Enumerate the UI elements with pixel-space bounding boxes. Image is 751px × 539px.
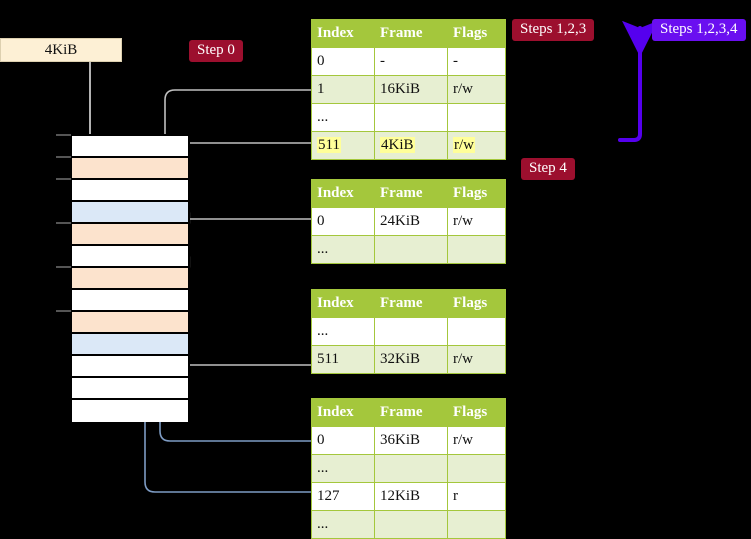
memory-row-tick <box>56 310 71 312</box>
badge-steps-123: Steps 1,2,3 <box>512 19 595 41</box>
cell-index: 511 <box>311 345 375 374</box>
column-header-index: Index <box>311 179 375 208</box>
cell-index: 0 <box>311 207 375 236</box>
cell-frame: - <box>374 47 448 76</box>
column-header-index: Index <box>311 19 375 48</box>
cell-frame: 36KiB <box>374 426 448 455</box>
diagram-canvas: 4KiB Step 0 Steps 1,2,3 Steps 1,2,3,4 St… <box>0 19 746 539</box>
cell-flags: r/w <box>447 345 506 374</box>
cell-flags <box>447 454 506 483</box>
cell-frame <box>374 235 448 264</box>
cell-frame: 16KiB <box>374 75 448 104</box>
cell-index: ... <box>311 510 375 539</box>
memory-frame-row <box>72 202 188 224</box>
cell-flags: r <box>447 482 506 511</box>
cell-flags: - <box>447 47 506 76</box>
table-row: ... <box>311 454 506 483</box>
badge-steps-1234: Steps 1,2,3,4 <box>652 19 746 41</box>
column-header-flags: Flags <box>447 289 506 318</box>
highlighted-value: 4KiB <box>380 136 415 153</box>
column-header-frame: Frame <box>374 19 448 48</box>
table-row: ... <box>311 235 506 264</box>
page-box-4kib: 4KiB <box>0 38 122 62</box>
cell-frame: 24KiB <box>374 207 448 236</box>
cell-frame <box>374 510 448 539</box>
cell-flags: r/w <box>447 131 506 160</box>
memory-frame-row <box>72 268 188 290</box>
highlighted-value: 511 <box>317 136 341 153</box>
column-header-index: Index <box>311 398 375 427</box>
page-box-label: 4KiB <box>44 42 78 58</box>
cell-index: 0 <box>311 47 375 76</box>
memory-row-tick <box>56 156 71 158</box>
memory-row-tick <box>56 178 71 180</box>
cell-flags: r/w <box>447 207 506 236</box>
table-row: ... <box>311 103 506 132</box>
cell-frame <box>374 317 448 346</box>
cell-frame <box>374 454 448 483</box>
column-header-flags: Flags <box>447 19 506 48</box>
cell-index: ... <box>311 235 375 264</box>
memory-frame-row <box>72 136 188 158</box>
memory-row-tick <box>56 134 71 136</box>
memory-row-tick <box>56 266 71 268</box>
cell-index: 127 <box>311 482 375 511</box>
highlighted-value: r/w <box>453 136 475 153</box>
cell-index: 0 <box>311 426 375 455</box>
badge-step-4: Step 4 <box>521 158 575 180</box>
table-row: ... <box>311 317 506 346</box>
memory-frame-row <box>72 246 188 268</box>
badge-step-0: Step 0 <box>189 40 243 62</box>
cell-flags <box>447 317 506 346</box>
cell-frame <box>374 103 448 132</box>
cell-index: ... <box>311 103 375 132</box>
memory-frame-row <box>72 290 188 312</box>
column-header-flags: Flags <box>447 398 506 427</box>
table-row: 511 4KiB r/w <box>311 131 506 160</box>
memory-frame-row <box>72 334 188 356</box>
memory-frame-row <box>72 312 188 334</box>
cell-flags <box>447 235 506 264</box>
memory-frame-row <box>72 400 188 422</box>
memory-frame-row <box>72 158 188 180</box>
badge-steps-1234-label: Steps 1,2,3,4 <box>660 21 738 37</box>
memory-row-tick <box>56 222 71 224</box>
cell-flags: r/w <box>447 75 506 104</box>
cell-frame: 32KiB <box>374 345 448 374</box>
column-header-frame: Frame <box>374 398 448 427</box>
cell-frame: 12KiB <box>374 482 448 511</box>
memory-frame-row <box>72 378 188 400</box>
cell-index: ... <box>311 454 375 483</box>
column-header-frame: Frame <box>374 289 448 318</box>
cell-flags <box>447 103 506 132</box>
memory-frame-row <box>72 224 188 246</box>
column-header-flags: Flags <box>447 179 506 208</box>
memory-frame-row <box>72 356 188 378</box>
table-row: 0-- <box>311 47 506 76</box>
column-header-frame: Frame <box>374 179 448 208</box>
physical-memory-grid <box>70 134 190 422</box>
badge-steps-123-label: Steps 1,2,3 <box>520 21 587 37</box>
badge-step-0-label: Step 0 <box>197 42 235 58</box>
cell-index: 1 <box>311 75 375 104</box>
cell-frame: 4KiB <box>374 131 448 160</box>
cell-flags: r/w <box>447 426 506 455</box>
table-row: ... <box>311 510 506 539</box>
badge-step-4-label: Step 4 <box>529 160 567 176</box>
column-header-index: Index <box>311 289 375 318</box>
cell-index: ... <box>311 317 375 346</box>
memory-frame-row <box>72 180 188 202</box>
cell-index: 511 <box>311 131 375 160</box>
cell-flags <box>447 510 506 539</box>
